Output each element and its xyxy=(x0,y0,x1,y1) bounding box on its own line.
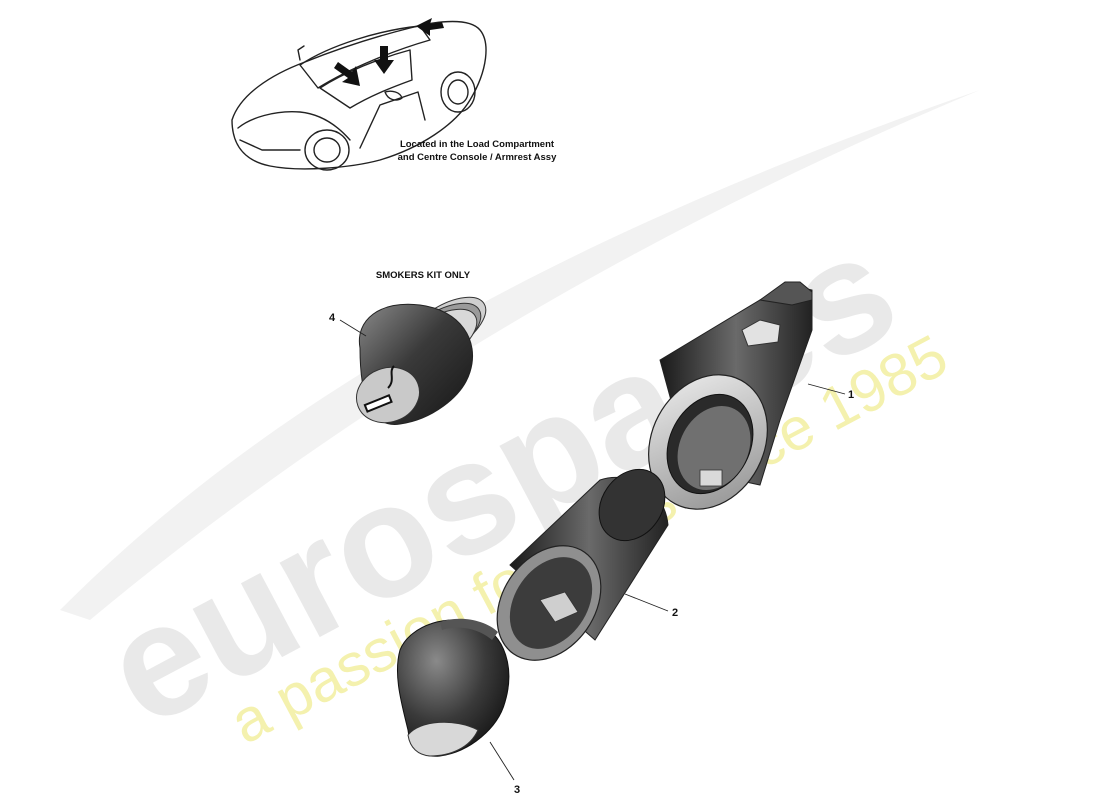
arrow-icon xyxy=(334,62,360,86)
callout-1: 1 xyxy=(848,389,854,401)
kit-note: SMOKERS KIT ONLY xyxy=(376,270,471,281)
arrow-icon xyxy=(374,46,394,74)
watermark: eurospares a passion for parts since 198… xyxy=(60,90,980,760)
part-3-cap xyxy=(397,618,510,757)
smoking-symbol-icon xyxy=(363,365,395,413)
leader-line-1 xyxy=(807,383,846,395)
part-2-socket-insert xyxy=(496,468,669,661)
watermark-swoosh xyxy=(60,90,980,620)
callout-2: 2 xyxy=(672,607,678,619)
leader-line-2 xyxy=(624,593,669,612)
callout-3: 3 xyxy=(514,784,520,796)
part-1-socket-housing xyxy=(648,281,813,510)
leader-lines xyxy=(339,319,846,781)
location-arrows xyxy=(334,18,444,86)
location-caption-line1: Located in the Load Compartment xyxy=(400,139,555,150)
location-caption-line2: and Centre Console / Armrest Assy xyxy=(398,152,557,163)
part-4-lighter-element xyxy=(356,296,487,425)
callout-4: 4 xyxy=(329,312,336,324)
leader-line-4 xyxy=(339,319,367,337)
arrow-icon xyxy=(416,18,444,36)
leader-line-3 xyxy=(489,741,515,781)
